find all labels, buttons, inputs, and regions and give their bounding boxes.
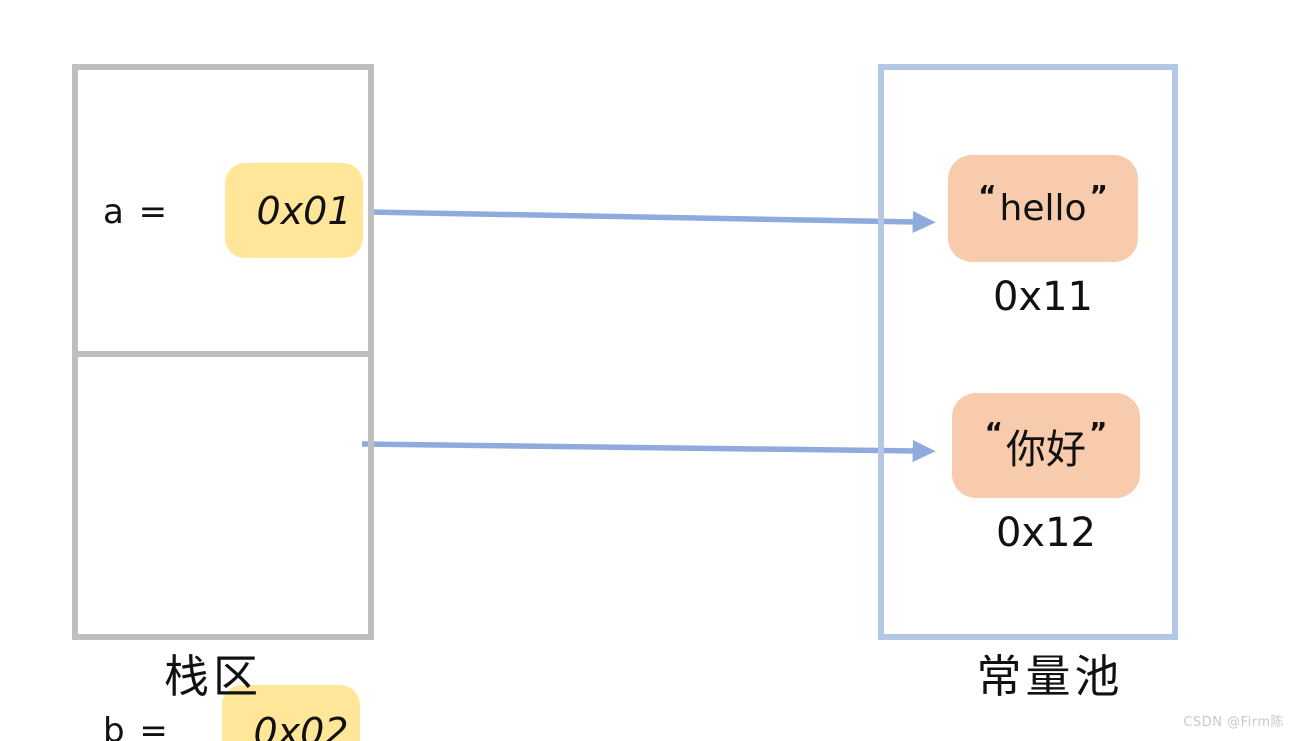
close-quote: ” — [1089, 179, 1108, 212]
variable-b-label: b = — [103, 711, 170, 741]
open-quote: “ — [984, 416, 1003, 449]
stack-slot-b: b = 0x02 — [78, 357, 368, 741]
constant-pool-box: “ hello ” 0x11 “ 你好 ” 0x12 — [878, 64, 1178, 640]
constant-value-hello: hello — [999, 188, 1087, 229]
address-chip-a: 0x01 — [225, 163, 363, 258]
constant-address-nihao: 0x12 — [995, 510, 1097, 556]
close-quote: ” — [1089, 416, 1108, 449]
stack-region-box: a = 0x01 b = 0x02 — [72, 64, 374, 741]
arrow-a-to-hello — [367, 209, 936, 233]
constant-value-nihao: 你好 — [1006, 426, 1086, 473]
constant-chip-hello: “ hello ” — [948, 155, 1138, 262]
open-quote: “ — [978, 179, 997, 212]
stack-cell-divider — [78, 351, 368, 357]
stack-region-caption: 栈区 — [163, 650, 262, 703]
variable-a-label: a = — [103, 192, 170, 232]
stack-slot-a: a = 0x01 — [78, 70, 368, 351]
csdn-watermark: CSDN @Firm陈 — [1183, 715, 1284, 730]
address-chip-b: 0x02 — [222, 685, 360, 741]
constant-pool-caption: 常量池 — [976, 650, 1124, 703]
arrow-b-to-nihao — [361, 439, 936, 462]
constant-chip-nihao: “ 你好 ” — [952, 393, 1140, 498]
constant-address-hello: 0x11 — [992, 274, 1094, 320]
